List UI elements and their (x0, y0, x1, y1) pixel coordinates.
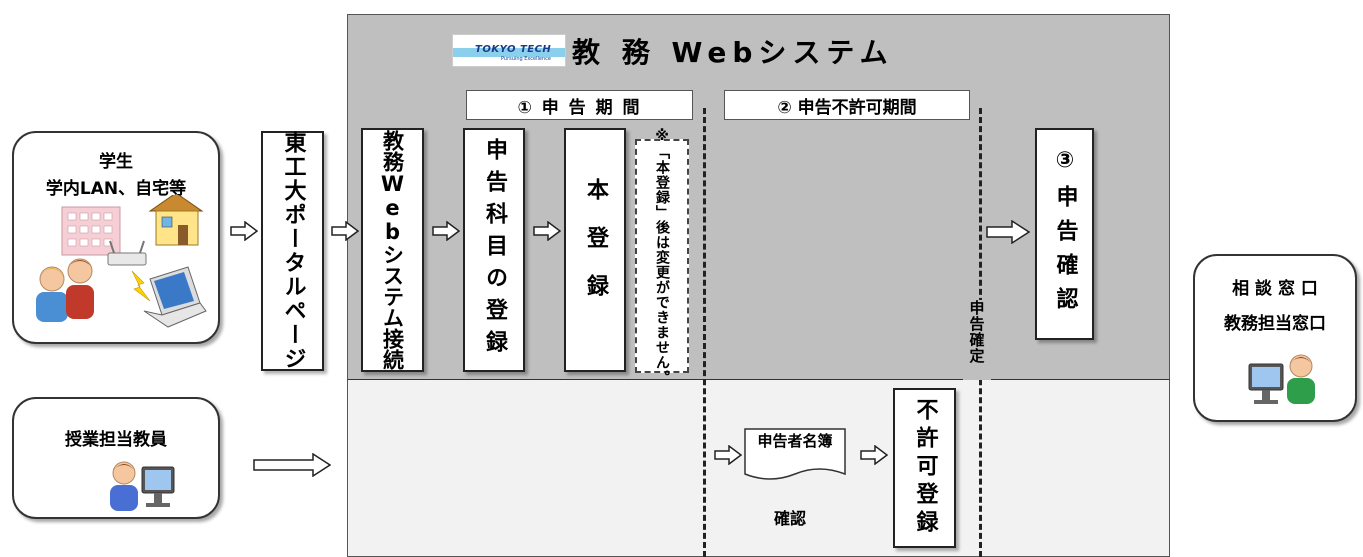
final-registration-box: 本登録 (564, 128, 626, 372)
period-1-label: ① 申 告 期 間 (466, 90, 693, 120)
arrow-to-roster (714, 445, 742, 465)
teacher-illustration (110, 461, 175, 511)
deny-registration-box: 不許可登録 (893, 388, 956, 548)
change-warning-note: ※「本登録」後は変更ができません。 (635, 128, 689, 385)
arrow-portal-to-connect (331, 221, 359, 241)
arrow-register-to-final (533, 221, 561, 241)
web-system-connect-box: 教務Webシステム接続 (361, 128, 424, 372)
period-2-label: ② 申告不許可期間 (724, 90, 970, 120)
portal-page-box: 東工大ポータルページ (261, 131, 324, 371)
declaration-fixed-label: 申告確定 (963, 300, 991, 380)
period-divider-1 (703, 108, 706, 557)
arrow-to-confirm (986, 220, 1030, 244)
student-box: 学生 学内LAN、自宅等 (12, 131, 220, 344)
roster-document (744, 428, 846, 480)
declaration-confirm-box: ③申告確認 (1035, 128, 1094, 340)
arrow-student-to-portal (230, 221, 258, 241)
staff-illustration (1248, 354, 1315, 404)
student-illustration (36, 195, 207, 328)
roster-check-label: 確認 (774, 509, 807, 528)
system-title: 教 務 Webシステム (572, 36, 894, 69)
arrow-roster-to-deny (860, 445, 888, 465)
roster-label: 申告者名簿 (757, 432, 833, 450)
consultation-box: 相 談 窓 口 教務担当窓口 (1193, 254, 1357, 422)
arrow-teacher-to-system (253, 453, 331, 477)
tokyo-tech-logo: TOKYO TECH Pursuing Excellence (452, 34, 566, 67)
teacher-box: 授業担当教員 (12, 397, 220, 519)
arrow-connect-to-register (432, 221, 460, 241)
course-registration-box: 申告科目の登録 (463, 128, 525, 372)
